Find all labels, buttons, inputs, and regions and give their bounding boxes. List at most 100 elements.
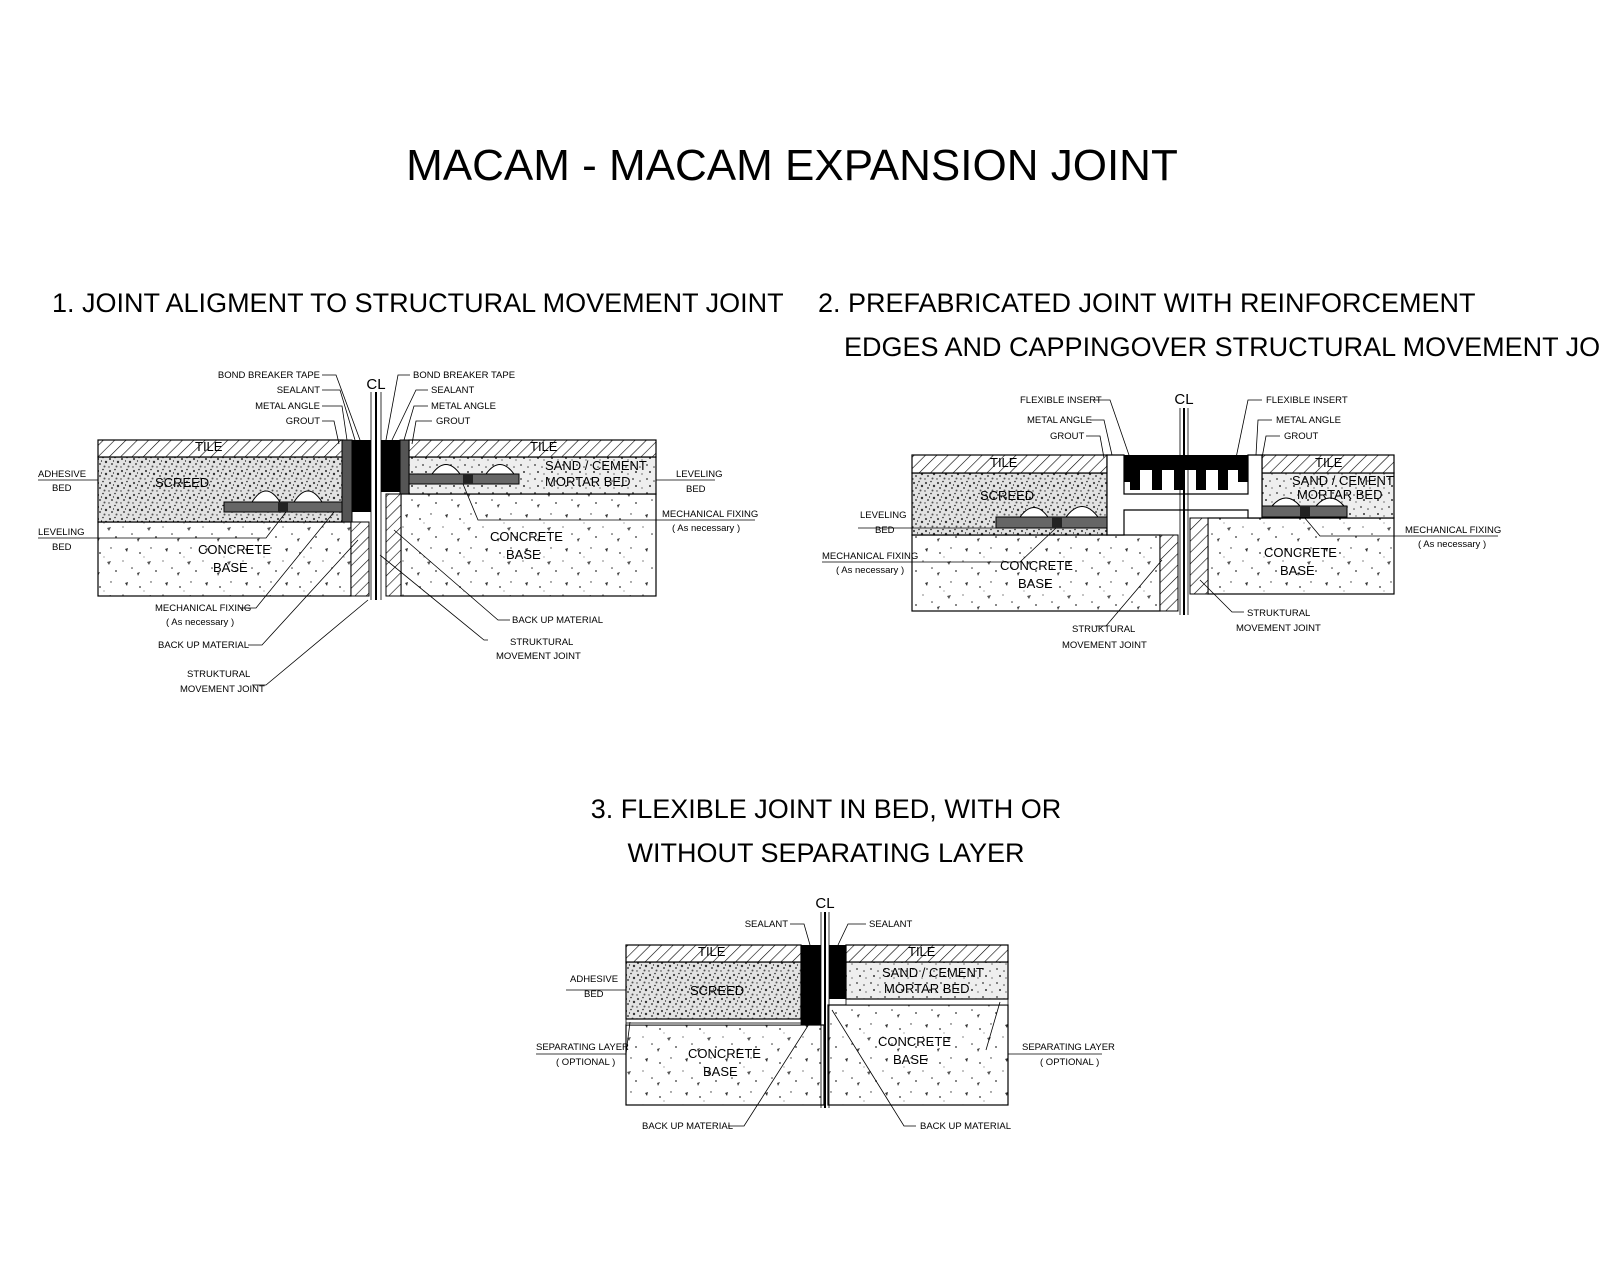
d1-centerline-label: CL (366, 376, 385, 393)
d1-concrete-right-label1: CONCRETE (490, 529, 563, 544)
detail2-section: CL TILE TILE SCREED SAND / CEMENT MORTAR… (822, 391, 1501, 651)
d3-separating-left-label2: ( OPTIONAL ) (556, 1057, 615, 1068)
d2-screed-label: SCREED (980, 488, 1034, 503)
detail2-heading-line2: EDGES AND CAPPINGOVER STRUCTURAL MOVEMEN… (844, 332, 1600, 362)
d1-fixing-lugs-right (431, 464, 515, 475)
d1-metal-angle-right-label: METAL ANGLE (431, 401, 496, 412)
d1-struct-left-label1: STRUKTURAL (187, 669, 250, 680)
d1-sealant-left-label: SEALANT (277, 385, 320, 396)
d2-struct-left-label2: MOVEMENT JOINT (1062, 640, 1147, 651)
d1-struct-left-label2: MOVEMENT JOINT (180, 684, 265, 695)
d1-concrete-right (400, 493, 657, 597)
d1-bond-breaker-right: BOND BREAKER TAPE (413, 370, 515, 381)
d1-leveling-right-label1: LEVELING (676, 469, 722, 480)
d3-sealant-left (801, 945, 821, 1025)
d2-mech-fixing-right-label1: MECHANICAL FIXING (1405, 525, 1501, 536)
d2-angle-flange-left (995, 516, 1108, 529)
d1-sealant-right (381, 440, 400, 492)
d2-mortar-bed-label: MORTAR BED (1297, 487, 1382, 502)
d3-separating-layer-left (625, 1018, 802, 1026)
d2-concrete-left-label2: BASE (1018, 576, 1053, 591)
d1-mortar-bed-label: MORTAR BED (545, 474, 630, 489)
sheet-title: MACAM - MACAM EXPANSION JOINT (406, 141, 1178, 190)
d2-mech-fixing-left-label2: ( As necessary ) (836, 565, 904, 576)
d2-sand-cement-label: SAND / CEMENT (1292, 473, 1394, 488)
d1-backup-left-label: BACK UP MATERIAL (158, 640, 249, 651)
d3-backup-right-label: BACK UP MATERIAL (920, 1121, 1011, 1132)
d2-metal-angle-left-label: METAL ANGLE (1027, 415, 1092, 426)
d3-backup-left-label: BACK UP MATERIAL (642, 1121, 733, 1132)
d2-leveling-label2: BED (875, 525, 895, 536)
d3-separating-right-label2: ( OPTIONAL ) (1040, 1057, 1099, 1068)
d3-adhesive-label2: BED (584, 989, 604, 1000)
d1-mech-fixing-left-label1: MECHANICAL FIXING (155, 603, 251, 614)
d3-sand-cement-label: SAND / CEMENT (882, 965, 984, 980)
d3-concrete-right-label1: CONCRETE (878, 1034, 951, 1049)
d1-grout-left-label: GROUT (286, 416, 321, 427)
detail1-section: CL TILE TILE SCREED SAND / CEMENT MORTAR… (38, 370, 758, 695)
d3-separating-layer-right (845, 998, 1009, 1006)
d2-tile-left-label: TILE (990, 455, 1018, 470)
d2-concrete-right-label2: BASE (1280, 563, 1315, 578)
d2-flexible-insert (1124, 455, 1248, 490)
d3-sealant-left-label: SEALANT (745, 919, 788, 930)
d1-backup-right (385, 493, 402, 597)
d1-concrete-left-label2: BASE (213, 560, 248, 575)
d2-callouts (822, 399, 1498, 627)
d2-concrete-right (1207, 517, 1395, 595)
d3-sealant-right (829, 945, 846, 999)
d2-tile-right-label: TILE (1315, 455, 1343, 470)
d2-struct-right-label2: MOVEMENT JOINT (1236, 623, 1321, 634)
d1-mech-fixing-right (463, 474, 473, 484)
d1-sealant-left (352, 440, 371, 512)
d2-fixing-lugs-left (1019, 506, 1100, 518)
d1-adhesive-label1: ADHESIVE (38, 469, 86, 480)
d2-backup-left (1159, 534, 1179, 612)
d3-adhesive-label1: ADHESIVE (570, 974, 618, 985)
d1-bond-breaker-left: BOND BREAKER TAPE (218, 370, 320, 381)
d2-fixing-lugs-right (1270, 497, 1346, 507)
d3-mortar-bed (845, 961, 1009, 1000)
d2-grout-left-label: GROUT (1050, 431, 1085, 442)
d3-screed (625, 961, 802, 1020)
d3-concrete-right-label2: BASE (893, 1052, 928, 1067)
d1-mech-fixing-right-label2: ( As necessary ) (672, 523, 740, 534)
d2-mech-fixing-left (1052, 517, 1062, 528)
d1-concrete-left (97, 521, 352, 597)
d1-struct-right-label1: STRUKTURAL (510, 637, 573, 648)
d3-separating-left-label1: SEPARATING LAYER (536, 1042, 629, 1053)
d2-struct-right-label1: STRUKTURAL (1247, 608, 1310, 619)
d3-screed-label: SCREED (690, 983, 744, 998)
d2-leveling-label1: LEVELING (860, 510, 906, 521)
d3-tile-left-label: TILE (698, 944, 726, 959)
d1-tile-right-label: TILE (530, 439, 558, 454)
d1-struct-right-label2: MOVEMENT JOINT (496, 651, 581, 662)
d1-leveling-left-label2: BED (52, 542, 72, 553)
d2-mech-fixing-right-label2: ( As necessary ) (1418, 539, 1486, 550)
d1-mech-fixing-left (278, 502, 288, 512)
d2-flex-insert-left-label: FLEXIBLE INSERT (1020, 395, 1102, 406)
d2-flex-insert-right-label: FLEXIBLE INSERT (1266, 395, 1348, 406)
d1-metal-angle-right (399, 439, 410, 495)
d3-concrete-left-label2: BASE (703, 1064, 738, 1079)
d1-metal-angle-left (341, 439, 353, 523)
d2-metal-angle-right-label: METAL ANGLE (1276, 415, 1341, 426)
detail2-heading-line1: 2. PREFABRICATED JOINT WITH REINFORCEMEN… (818, 288, 1476, 318)
d3-centerline-label: CL (815, 895, 834, 912)
d1-backup-right-label: BACK UP MATERIAL (512, 615, 603, 626)
d1-screed-label: SCREED (155, 475, 209, 490)
d2-concrete-left (911, 534, 1161, 612)
d1-callouts (38, 374, 755, 686)
d1-mech-fixing-right-label1: MECHANICAL FIXING (662, 509, 758, 520)
d3-concrete-right (827, 1004, 1009, 1106)
d2-backup-right (1189, 517, 1209, 595)
d3-callouts (536, 923, 1102, 1127)
d1-tile-left-label: TILE (195, 439, 223, 454)
detail3-heading-line1: 3. FLEXIBLE JOINT IN BED, WITH OR (591, 794, 1062, 824)
detail3-section: CL TILE TILE SCREED SAND / CEMENT MORTAR… (536, 895, 1115, 1132)
d2-concrete-right-label1: CONCRETE (1264, 545, 1337, 560)
d2-struct-left-label1: STRUKTURAL (1072, 624, 1135, 635)
d2-centerline-label: CL (1174, 391, 1193, 408)
d2-mech-fixing-right (1300, 506, 1310, 517)
d3-separating-right-label1: SEPARATING LAYER (1022, 1042, 1115, 1053)
